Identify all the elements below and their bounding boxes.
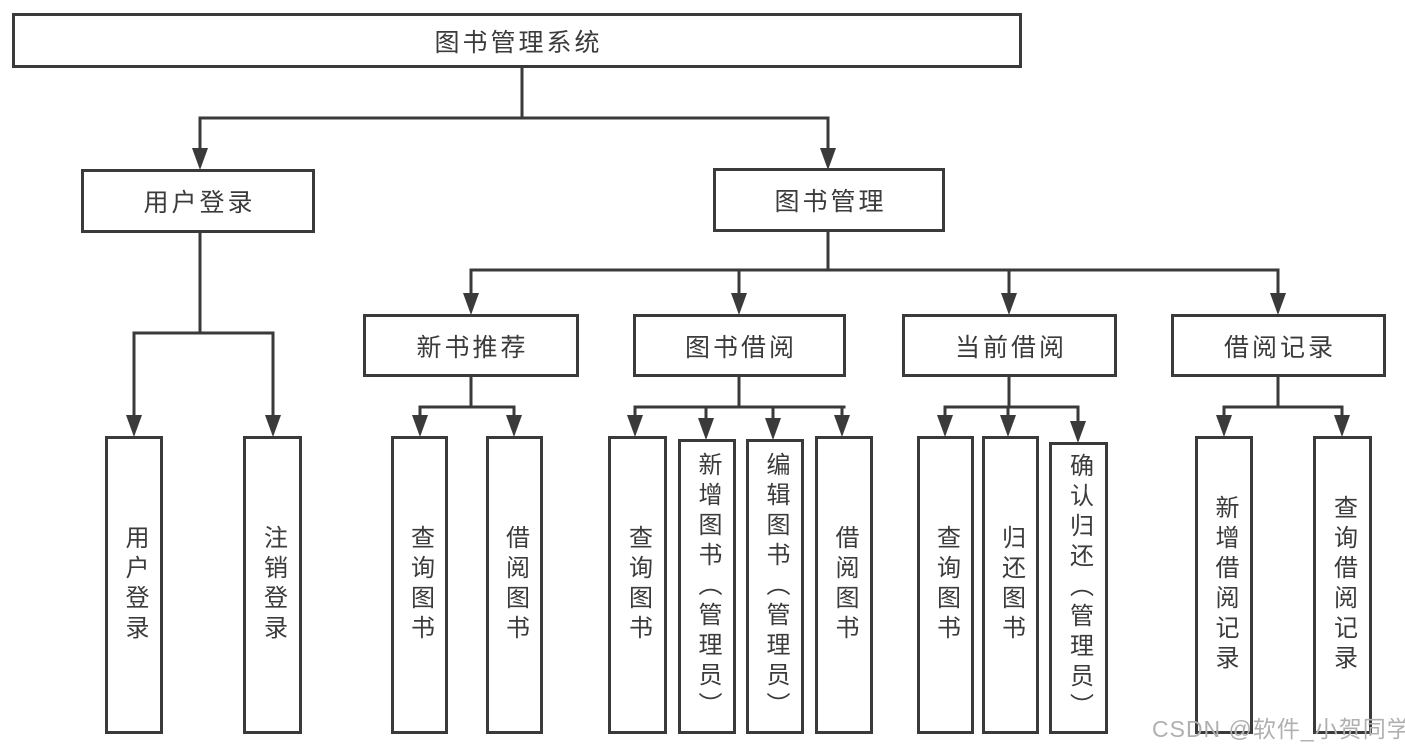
node-query-borrow-record: 查询借阅记录 — [1313, 436, 1372, 734]
node-query-books-1: 查询图书 — [391, 436, 448, 734]
csdn-watermark: CSDN @软件_小贺同学 — [1152, 716, 1405, 742]
node-borrowing-records: 借阅记录 — [1171, 314, 1386, 377]
node-edit-books-admin: 编辑图书（管理员） — [746, 439, 804, 734]
node-current-borrowing: 当前借阅 — [902, 314, 1117, 377]
node-logout: 注销登录 — [243, 436, 302, 734]
node-return-books: 归还图书 — [982, 436, 1039, 734]
node-book-borrowing: 图书借阅 — [633, 314, 846, 377]
node-book-management-group: 图书管理 — [713, 168, 945, 232]
node-borrow-books-2: 借阅图书 — [815, 436, 873, 734]
node-user-login-group: 用户登录 — [81, 169, 315, 233]
node-confirm-return-admin: 确认归还（管理员） — [1049, 442, 1108, 734]
node-add-borrow-record: 新增借阅记录 — [1195, 436, 1253, 734]
node-query-books-2: 查询图书 — [608, 436, 667, 734]
node-new-book-recommendation: 新书推荐 — [363, 314, 579, 377]
node-add-books-admin: 新增图书（管理员） — [678, 439, 736, 734]
node-borrow-books-1: 借阅图书 — [486, 436, 543, 734]
node-library-management-system: 图书管理系统 — [12, 13, 1022, 68]
node-query-books-3: 查询图书 — [917, 436, 974, 734]
node-user-login: 用户登录 — [105, 436, 163, 734]
